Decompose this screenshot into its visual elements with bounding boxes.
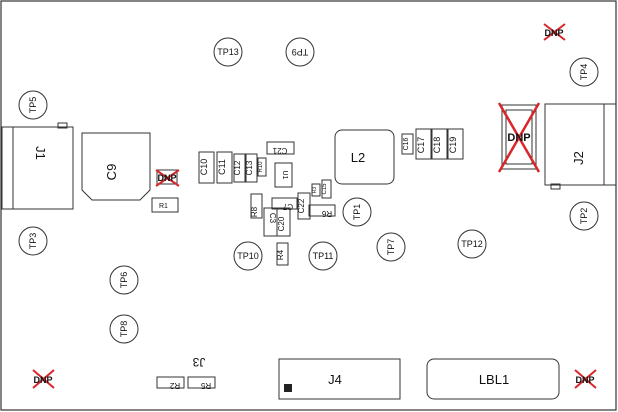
test-point-tp1: TP1 <box>342 197 372 227</box>
connector-j1: J1 <box>1 122 74 210</box>
svg-text:J1: J1 <box>33 146 48 160</box>
svg-text:TP7: TP7 <box>386 239 396 256</box>
svg-text:C9: C9 <box>104 164 119 181</box>
test-point-tp5: TP5 <box>18 90 48 120</box>
test-point-tp2: TP2 <box>569 201 599 231</box>
svg-text:R8: R8 <box>250 206 259 217</box>
svg-text:DNP: DNP <box>157 173 176 183</box>
svg-text:L2: L2 <box>351 150 365 165</box>
capacitor-c10: C10 <box>198 151 215 184</box>
resistor-r5: R5 <box>187 376 216 390</box>
test-point-tp3: TP3 <box>18 226 48 256</box>
capacitor-c20: C20 <box>276 207 291 237</box>
svg-text:TP4: TP4 <box>579 64 589 81</box>
svg-text:TP1: TP1 <box>352 204 362 221</box>
svg-text:TP12: TP12 <box>461 239 483 249</box>
svg-text:DNP: DNP <box>575 375 594 385</box>
svg-text:C21: C21 <box>272 146 287 155</box>
ic-u1: U1 <box>274 162 293 188</box>
svg-text:R2: R2 <box>169 381 180 390</box>
svg-text:TP13: TP13 <box>217 47 239 57</box>
svg-text:R1: R1 <box>159 203 168 210</box>
test-point-tp8: TP8 <box>109 314 139 344</box>
capacitor-c11: C11 <box>216 151 233 184</box>
connector-j2: J2 <box>544 103 617 190</box>
capacitor-c7: C7 <box>271 197 298 211</box>
test-point-tp10: TP10 <box>233 241 263 271</box>
svg-text:R6: R6 <box>321 209 332 218</box>
capacitor-c19: C19 <box>447 128 464 160</box>
svg-text:C10: C10 <box>199 159 209 176</box>
test-point-tp6: TP6 <box>109 265 139 295</box>
resistor-r2: R2 <box>156 376 185 390</box>
svg-text:C18: C18 <box>432 137 442 154</box>
capacitor-c9: C9 <box>81 132 151 201</box>
svg-text:R3: R3 <box>312 187 318 194</box>
connector-j4: J4 <box>278 358 401 400</box>
pin1-marker <box>284 384 292 392</box>
capacitor-c22: C22 <box>297 192 311 220</box>
svg-text:TP6: TP6 <box>119 272 129 289</box>
svg-text:TP9: TP9 <box>292 47 309 57</box>
label-area-lbl1: LBL1 <box>426 358 560 400</box>
svg-text:C3: C3 <box>268 213 277 224</box>
svg-text:C19: C19 <box>448 137 458 154</box>
svg-text:C16: C16 <box>403 137 410 150</box>
svg-text:C12: C12 <box>233 160 242 175</box>
svg-text:R4: R4 <box>276 249 285 260</box>
capacitor-c18: C18 <box>431 128 448 160</box>
svg-text:J2: J2 <box>571 151 586 165</box>
svg-text:DNP: DNP <box>544 28 563 38</box>
test-point-tp12: TP12 <box>457 229 487 259</box>
svg-text:U1: U1 <box>281 171 288 180</box>
svg-text:C11: C11 <box>217 159 227 175</box>
svg-text:TP10: TP10 <box>237 251 259 261</box>
svg-text:C13: C13 <box>245 160 254 175</box>
dnp-marker-bottom-right: DNP <box>574 369 597 389</box>
test-point-tp13: TP13 <box>213 37 243 67</box>
svg-text:J3: J3 <box>192 355 205 369</box>
svg-text:C7: C7 <box>282 202 293 211</box>
svg-text:TP2: TP2 <box>579 208 589 225</box>
capacitor-c13: C13 <box>245 153 258 183</box>
capacitor-c16: C16 <box>401 133 414 155</box>
svg-text:C22: C22 <box>297 198 306 213</box>
test-point-tp4: TP4 <box>569 57 599 87</box>
svg-text:C15: C15 <box>322 183 328 195</box>
dnp-marker-c9-area: DNP <box>155 169 180 187</box>
resistor-r4: R4 <box>276 242 289 266</box>
resistor-r8: R8 <box>250 193 263 219</box>
capacitor-c17: C17 <box>415 128 432 160</box>
svg-text:TP5: TP5 <box>28 97 38 114</box>
resistor-r6: R6 <box>308 204 336 218</box>
svg-text:J4: J4 <box>328 372 342 387</box>
capacitor-c12: C12 <box>233 153 246 183</box>
svg-text:DNP: DNP <box>33 375 52 385</box>
dnp-marker-bottom-left: DNP <box>32 369 55 389</box>
svg-text:R5: R5 <box>200 381 211 390</box>
resistor-r1: R1 <box>151 197 179 213</box>
test-point-tp11: TP11 <box>308 241 338 271</box>
connector-j3: J3 <box>192 355 205 369</box>
resistor-r10: R10 <box>257 157 267 177</box>
svg-text:DNP: DNP <box>507 132 530 144</box>
dnp-marker-j2-area: DNP <box>497 102 541 173</box>
svg-text:R10: R10 <box>258 161 264 173</box>
inductor-l2: L2 <box>334 129 395 185</box>
svg-text:TP3: TP3 <box>28 233 38 250</box>
test-point-tp9: TP9 <box>285 37 315 67</box>
capacitor-c15: C15 <box>321 179 332 199</box>
svg-text:C20: C20 <box>277 216 286 231</box>
test-point-tp7: TP7 <box>376 232 406 262</box>
dnp-marker-top-right: DNP <box>543 23 566 41</box>
svg-text:C17: C17 <box>416 137 426 154</box>
svg-text:TP8: TP8 <box>119 321 129 338</box>
svg-text:TP11: TP11 <box>313 251 334 261</box>
capacitor-c21: C21 <box>266 141 295 155</box>
svg-text:LBL1: LBL1 <box>479 372 509 387</box>
resistor-r3: R3 <box>311 183 321 197</box>
